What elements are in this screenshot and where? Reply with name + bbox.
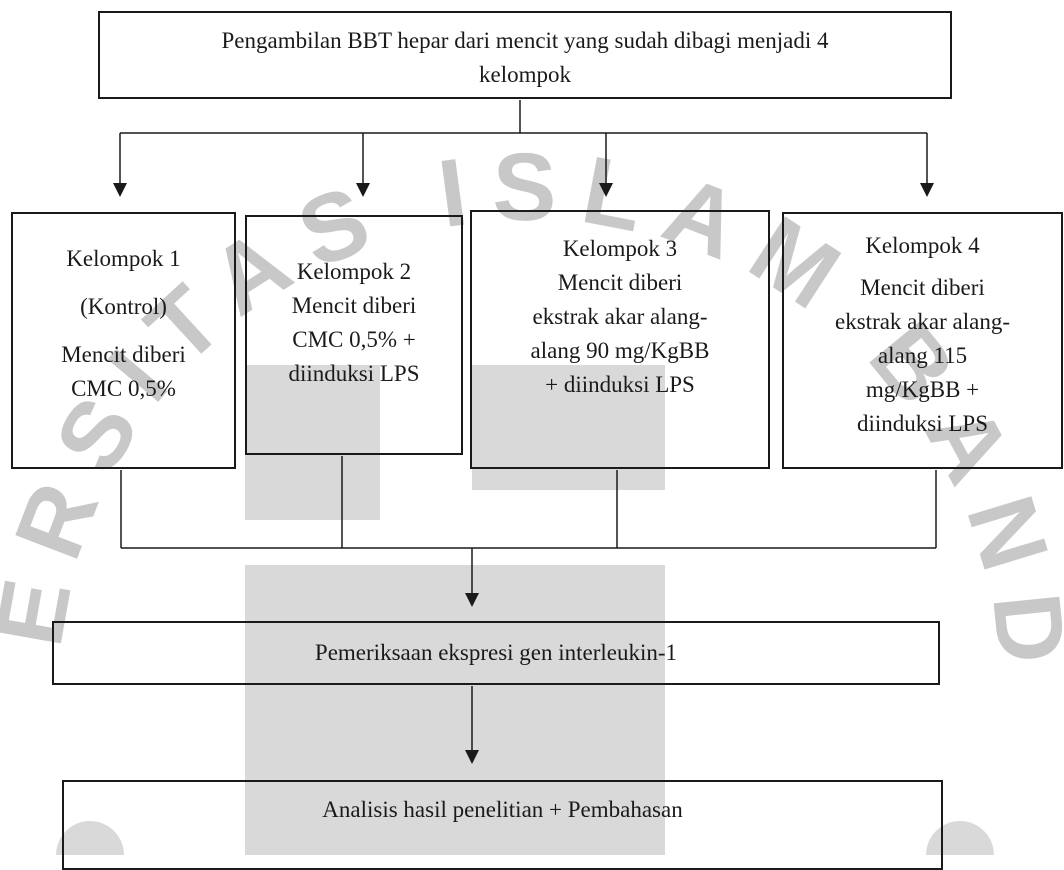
group-1-line-2: Mencit diberi (61, 342, 186, 367)
group-3-line-4: + diinduksi LPS (545, 372, 695, 397)
group-2-line-2: CMC 0,5% + (292, 327, 416, 352)
group-box-2: Kelompok 2 Mencit diberi CMC 0,5% + diin… (245, 215, 463, 455)
arrow-k3 (599, 183, 613, 197)
group-3-line-1: Mencit diberi (557, 270, 683, 295)
analysis-box: Analisis hasil penelitian + Pembahasan (62, 780, 943, 870)
watermark-dot-left (56, 821, 124, 855)
sampling-box: Pengambilan BBT hepar dari mencit yang s… (98, 11, 952, 99)
group-4-line-2: ekstrak akar alang- (835, 309, 1010, 334)
arrow-analysis (465, 750, 479, 764)
watermark-dot-right (926, 821, 994, 855)
group-4-line-4: mg/KgBB + (865, 377, 980, 402)
group-1-line-3: CMC 0,5% (71, 376, 176, 401)
group-3-line-3: alang 90 mg/KgBB (530, 338, 710, 363)
examination-box: Pemeriksaan ekspresi gen interleukin-1 (52, 621, 940, 685)
group-4-line-5: diinduksi LPS (856, 411, 988, 436)
group-4-title: Kelompok 4 (865, 233, 980, 258)
group-2-line-1: Mencit diberi (291, 293, 417, 318)
analysis-label: Analisis hasil penelitian + Pembahasan (322, 797, 683, 822)
group-1-title: Kelompok 1 (66, 246, 181, 271)
group-3-title: Kelompok 3 (562, 236, 678, 261)
sampling-line-1: Pengambilan BBT hepar dari mencit yang s… (221, 28, 829, 53)
watermark-block-lower (245, 565, 665, 855)
group-3-line-2: ekstrak akar alang- (532, 304, 708, 329)
group-box-1: Kelompok 1 (Kontrol) Mencit diberi CMC 0… (11, 212, 236, 469)
examination-label: Pemeriksaan ekspresi gen interleukin-1 (314, 640, 678, 665)
arrow-k4 (920, 183, 934, 197)
watermark-block-upper (245, 365, 380, 520)
group-4-line-3: alang 115 (877, 343, 968, 368)
group-2-line-3: diinduksi LPS (288, 361, 420, 386)
arrow-exam (465, 593, 479, 607)
group-2-title: Kelompok 2 (296, 259, 412, 284)
group-box-3: Kelompok 3 Mencit diberi ekstrak akar al… (470, 210, 770, 469)
arrow-k1 (113, 183, 127, 197)
group-box-4: Kelompok 4 Mencit diberi ekstrak akar al… (782, 212, 1063, 469)
arrow-k2 (356, 183, 370, 197)
group-1-line-1: (Kontrol) (80, 294, 167, 319)
watermark-block-upper-right (472, 365, 665, 490)
sampling-line-2: kelompok (479, 62, 571, 87)
group-4-line-1: Mencit diberi (860, 275, 985, 300)
